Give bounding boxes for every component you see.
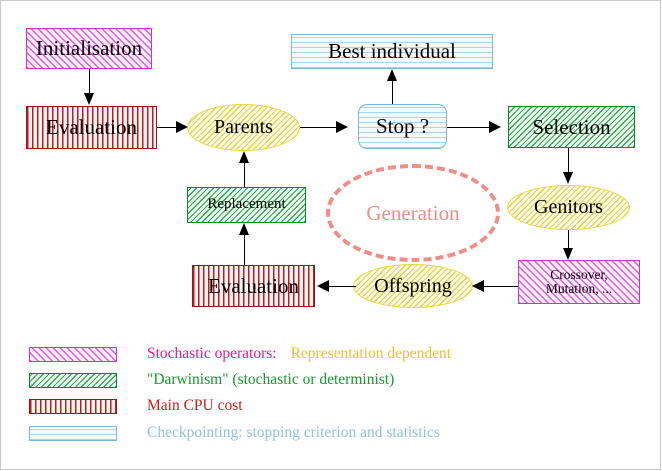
legend-swatch-main-cpu-cost	[29, 398, 117, 414]
legend-swatch-darwinism	[29, 372, 117, 388]
connector-replacement-to-parents	[244, 156, 245, 187]
arrowhead-selection-to-genitors	[562, 172, 573, 184]
connector-offspring-to-eval	[326, 286, 356, 287]
node-offspring[interactable]: Offspring	[353, 264, 473, 308]
node-best-individual-label: Best individual	[328, 39, 456, 64]
node-crossover-line1: Crossover,	[550, 266, 608, 282]
legend-label-darwinism: "Darwinism" (stochastic or determinist)	[147, 371, 395, 388]
node-stop-label: Stop ?	[375, 114, 430, 139]
node-genitors-label: Genitors	[534, 196, 603, 218]
arrowhead-genitors-to-crossover	[562, 248, 573, 260]
connector-init-to-eval	[89, 69, 90, 95]
connector-eval-to-parents	[157, 127, 181, 128]
connector-stop-to-best	[392, 73, 393, 104]
arrowhead-eval-to-replacement	[238, 223, 249, 235]
arrowhead-crossover-to-offspring	[472, 280, 484, 292]
legend: Stochastic operators: Representation dep…	[1, 337, 662, 462]
node-offspring-label: Offspring	[374, 274, 452, 297]
node-parents-label: Parents	[214, 116, 273, 138]
node-best-individual[interactable]: Best individual	[291, 34, 493, 69]
connector-parents-to-stop	[300, 127, 340, 128]
node-evaluation-top-label: Evaluation	[46, 115, 137, 140]
node-replacement[interactable]: Replacement	[187, 187, 306, 223]
connector-genitors-to-crossover	[568, 230, 569, 250]
node-genitors[interactable]: Genitors	[507, 185, 630, 230]
arrowhead-stop-to-selection	[489, 121, 501, 133]
legend-row: "Darwinism" (stochastic or determinist)	[29, 369, 394, 391]
node-evaluation-top[interactable]: Evaluation	[26, 106, 157, 149]
legend-label-stochastic-operators: Stochastic operators:	[147, 345, 277, 362]
connector-stop-to-selection	[447, 127, 492, 128]
connector-crossover-to-offspring	[481, 286, 518, 287]
node-crossover-line2: Mutation, ...	[545, 281, 613, 296]
legend-label-main-cpu-cost: Main CPU cost	[147, 397, 243, 414]
node-replacement-label: Replacement	[207, 196, 286, 213]
node-selection[interactable]: Selection	[508, 106, 635, 148]
arrowhead-parents-to-stop	[336, 121, 348, 133]
node-parents[interactable]: Parents	[187, 104, 300, 151]
node-crossover-mutation[interactable]: Crossover, Mutation, ...	[518, 260, 640, 304]
arrowhead-eval-to-parents	[176, 121, 188, 133]
node-initialisation-label: Initialisation	[35, 36, 143, 61]
connector-selection-to-genitors	[568, 148, 569, 174]
arrowhead-replacement-to-parents	[238, 151, 249, 163]
legend-swatch-checkpointing	[29, 425, 117, 441]
connector-eval-to-replacement	[244, 227, 245, 265]
node-evaluation-bottom-label: Evaluation	[208, 273, 299, 298]
legend-row: Main CPU cost	[29, 395, 243, 417]
legend-row: Checkpointing: stopping criterion and st…	[29, 422, 440, 444]
legend-label-checkpointing: Checkpointing: stopping criterion and st…	[147, 424, 440, 441]
arrowhead-init-to-eval	[83, 93, 94, 105]
node-generation-label: Generation	[366, 200, 460, 225]
legend-row: Stochastic operators: Representation dep…	[29, 343, 451, 365]
node-stop[interactable]: Stop ?	[358, 104, 447, 149]
node-generation: Generation	[326, 164, 500, 262]
legend-swatch-stochastic-operators	[29, 346, 117, 362]
node-initialisation[interactable]: Initialisation	[26, 28, 152, 69]
node-evaluation-bottom[interactable]: Evaluation	[192, 265, 315, 307]
arrowhead-stop-to-best	[386, 69, 397, 81]
node-selection-label: Selection	[532, 114, 611, 139]
arrowhead-offspring-to-eval	[317, 280, 329, 292]
legend-sublabel-representation-dependent: Representation dependent	[290, 345, 452, 362]
